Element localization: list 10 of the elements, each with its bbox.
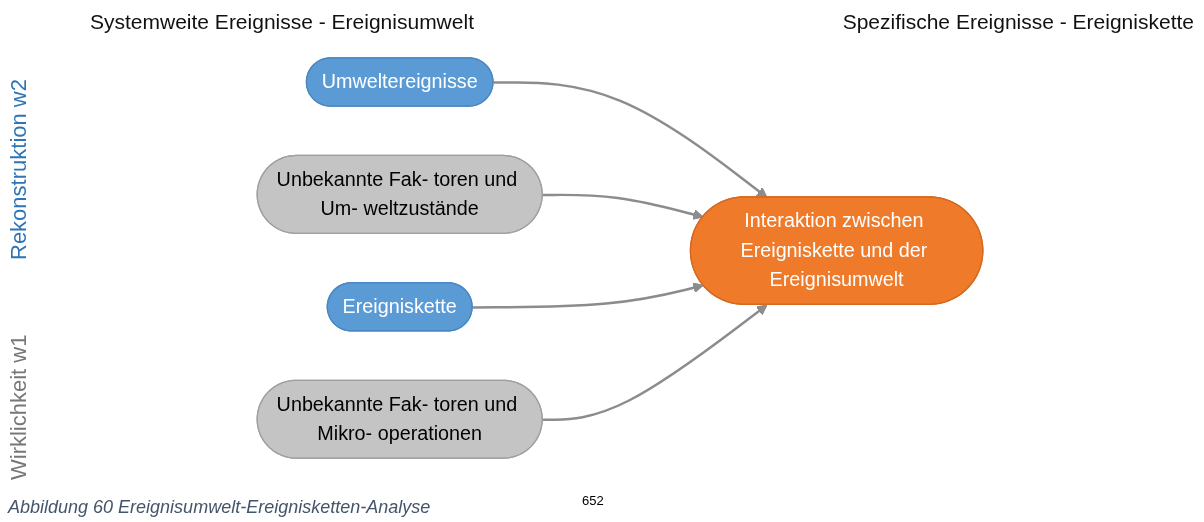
arrow xyxy=(542,193,704,220)
axis-label: Rekonstruktion w2 xyxy=(6,79,32,260)
column-heading: Systemweite Ereignisse - Ereignisumwelt xyxy=(90,10,474,34)
arrow xyxy=(542,304,768,422)
arrow xyxy=(472,282,704,309)
page-number: 652 xyxy=(582,493,604,508)
arrow xyxy=(493,81,768,198)
axis-label: Wirklichkeit w1 xyxy=(6,334,32,480)
figure-caption: Abbildung 60 Ereignisumwelt-Ereignisketten-Analyse xyxy=(8,497,431,518)
column-heading: Spezifische Ereignisse - Ereigniskette xyxy=(842,10,1194,34)
